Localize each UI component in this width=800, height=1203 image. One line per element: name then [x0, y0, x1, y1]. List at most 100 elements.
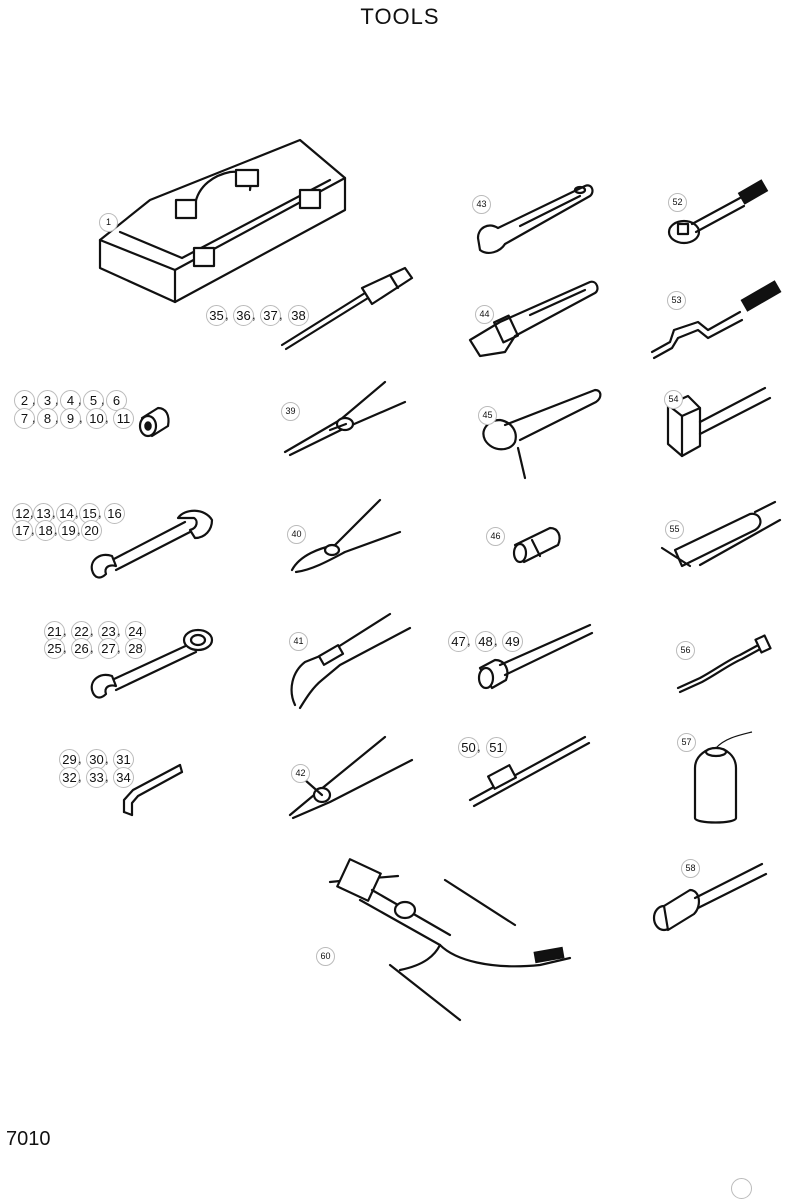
callout-separator: , — [494, 633, 498, 648]
callout-24: 24 — [125, 621, 146, 642]
t-handle — [468, 735, 591, 808]
callout-separator: , — [55, 410, 59, 425]
callout-17: 17 — [12, 520, 33, 541]
callout-14: 14 — [56, 503, 77, 524]
callout-50: 50 — [458, 737, 479, 758]
callout-57: 57 — [677, 733, 696, 752]
ratchet-handle — [667, 179, 769, 245]
callout-19: 19 — [58, 520, 79, 541]
callout-58: 58 — [681, 859, 700, 878]
callout-separator: , — [105, 769, 109, 784]
page-marker-circle — [731, 1178, 752, 1199]
combination-wrench — [90, 628, 214, 699]
callout-separator: , — [90, 640, 94, 655]
callout-55: 55 — [665, 520, 684, 539]
callout-separator: , — [63, 623, 67, 638]
callout-6: 6 — [106, 390, 127, 411]
callout-separator: , — [77, 522, 81, 537]
filter-wrench — [482, 388, 602, 480]
callout-separator: , — [78, 769, 82, 784]
callout-60: 60 — [316, 947, 335, 966]
callout-9: 9 — [60, 408, 81, 429]
callout-separator: , — [63, 640, 67, 655]
callout-48: 48 — [475, 631, 496, 652]
callout-21: 21 — [44, 621, 65, 642]
callout-40: 40 — [287, 525, 306, 544]
callout-7: 7 — [14, 408, 35, 429]
callout-41: 41 — [289, 632, 308, 651]
callout-54: 54 — [664, 390, 683, 409]
callout-separator: , — [105, 751, 109, 766]
combination-pliers — [290, 498, 402, 574]
callout-36: 36 — [233, 305, 254, 326]
callout-46: 46 — [486, 527, 505, 546]
callout-47: 47 — [448, 631, 469, 652]
side-cutting-pliers — [288, 735, 414, 820]
callout-30: 30 — [86, 749, 107, 770]
callout-separator: , — [101, 392, 105, 407]
callout-separator: , — [105, 410, 109, 425]
callout-separator: , — [252, 307, 256, 322]
extension-bar-socket — [652, 862, 768, 932]
callout-22: 22 — [71, 621, 92, 642]
callout-separator: , — [30, 505, 34, 520]
oil-can — [693, 731, 753, 824]
callout-37: 37 — [260, 305, 281, 326]
callout-44: 44 — [475, 305, 494, 324]
callout-18: 18 — [35, 520, 56, 541]
callout-34: 34 — [113, 767, 134, 788]
callout-56: 56 — [676, 641, 695, 660]
callout-separator: , — [477, 739, 481, 754]
callout-separator: , — [32, 410, 36, 425]
grease-gun — [660, 500, 782, 568]
callout-31: 31 — [113, 749, 134, 770]
speeder-handle — [650, 280, 782, 360]
callout-23: 23 — [98, 621, 119, 642]
long-nose-pliers — [283, 380, 407, 457]
callout-separator: , — [75, 505, 79, 520]
callout-39: 39 — [281, 402, 300, 421]
callout-separator: , — [117, 640, 121, 655]
callout-29: 29 — [59, 749, 80, 770]
callout-32: 32 — [59, 767, 80, 788]
page-code: 7010 — [6, 1128, 51, 1150]
callout-11: 11 — [113, 408, 134, 429]
monkey-wrench — [468, 280, 599, 358]
callout-33: 33 — [86, 767, 107, 788]
screwdriver — [280, 266, 414, 351]
callout-separator: , — [78, 392, 82, 407]
socket — [138, 406, 170, 438]
callout-separator: , — [52, 505, 56, 520]
callout-35: 35 — [206, 305, 227, 326]
callout-separator: , — [225, 307, 229, 322]
callout-separator: , — [279, 307, 283, 322]
callout-separator: , — [467, 633, 471, 648]
callout-separator: , — [98, 505, 102, 520]
callout-52: 52 — [668, 193, 687, 212]
callout-10: 10 — [86, 408, 107, 429]
callout-51: 51 — [486, 737, 507, 758]
water-pump-pliers — [290, 612, 412, 710]
callout-separator: , — [78, 751, 82, 766]
adjustable-wrench — [476, 184, 594, 254]
callout-separator: , — [55, 392, 59, 407]
callout-43: 43 — [472, 195, 491, 214]
callout-20: 20 — [81, 520, 102, 541]
callout-15: 15 — [79, 503, 100, 524]
callout-25: 25 — [44, 638, 65, 659]
callout-53: 53 — [667, 291, 686, 310]
callout-1: 1 — [99, 213, 118, 232]
callout-28: 28 — [125, 638, 146, 659]
callout-38: 38 — [288, 305, 309, 326]
extension-socket — [477, 623, 594, 690]
callout-separator: , — [31, 522, 35, 537]
extension-rod — [676, 634, 772, 694]
callout-separator: , — [79, 410, 83, 425]
callout-separator: , — [32, 392, 36, 407]
tool-box — [98, 138, 347, 304]
callout-42: 42 — [291, 764, 310, 783]
grease-gun-assembly — [328, 858, 572, 1022]
hammer — [666, 386, 772, 458]
callout-separator: , — [54, 522, 58, 537]
